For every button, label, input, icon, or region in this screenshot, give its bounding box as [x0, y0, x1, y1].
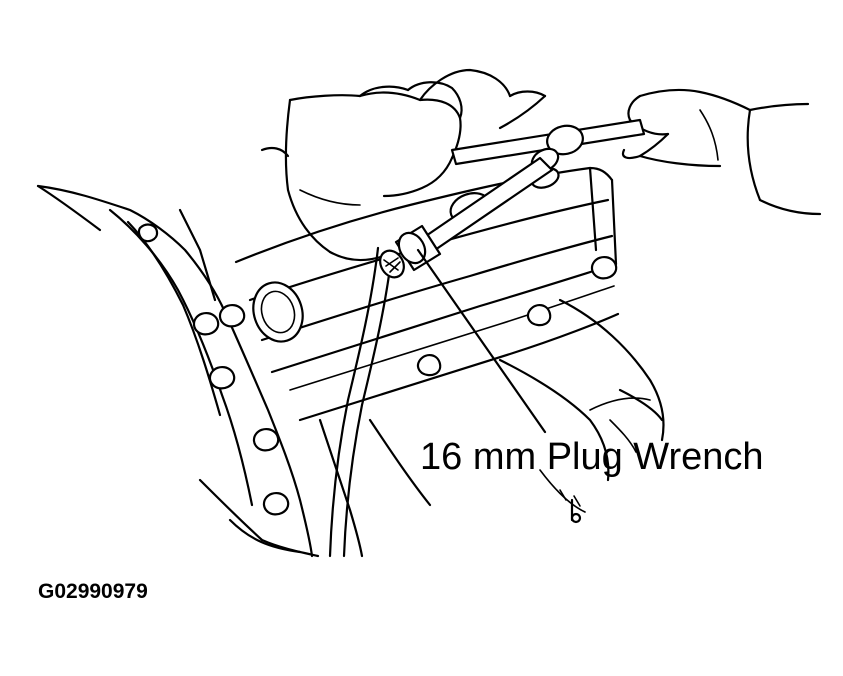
- engine-block: [318, 298, 665, 558]
- right-hand: [621, 88, 822, 216]
- callout-leader-line: [416, 248, 547, 434]
- left-hand: [260, 68, 547, 262]
- hose: [328, 246, 394, 558]
- transmission-housing: [36, 184, 320, 558]
- figure-code: G02990979: [38, 580, 148, 603]
- plug-wrench-tool: [379, 118, 646, 279]
- callout-label: 16 mm Plug Wrench: [420, 436, 764, 478]
